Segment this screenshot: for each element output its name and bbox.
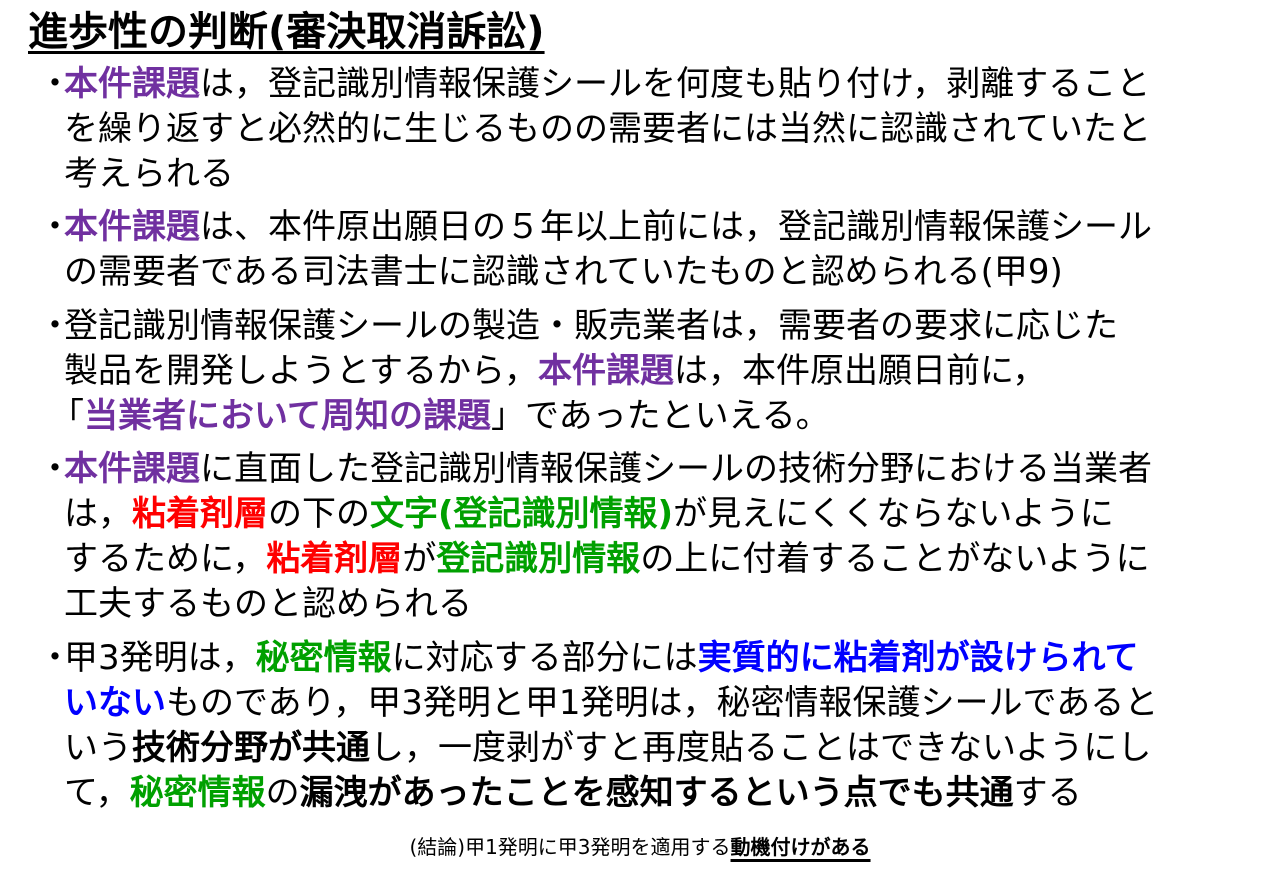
text-segment: が見えにくくならないように: [673, 494, 1114, 534]
bullet-2: ・本件課題は、本件原出願日の５年以上前には，登記識別情報保護シール の需要者であ…: [38, 205, 1268, 295]
bullet-3-line-3: 「当業者において周知の課題」であったといえる。: [38, 394, 1268, 439]
bullet-2-line-2: の需要者である司法書士に認識されていたものと認められる(甲9): [64, 252, 1063, 292]
text-segment: は、本件原出願日の５年以上前には，登記識別情報保護シール: [200, 207, 1152, 247]
keyword-no-adhesive-cont: いない: [64, 683, 166, 723]
bullet-4-line-4: 工夫するものと認められる: [64, 584, 472, 624]
bullet-4: ・本件課題に直面した登記識別情報保護シールの技術分野における当業者 は，粘着剤層…: [38, 447, 1268, 627]
text-segment: し，一度剥がすと再度貼ることはできないようにし: [370, 728, 1152, 768]
bullet-4-line-3: するために，粘着剤層が登記識別情報の上に付着することがないように: [38, 537, 1268, 582]
bullet-1-line-1: ・本件課題は，登記識別情報保護シールを何度も貼り付け，剥離すること: [38, 62, 1268, 107]
text-segment: ものであり，甲3発明と甲1発明は，秘密情報保護シールであると: [166, 683, 1159, 723]
text-segment: の: [265, 773, 300, 813]
text-segment: が: [402, 539, 437, 579]
bullet-5: ・甲3発明は，秘密情報に対応する部分には実質的に粘着剤が設けられて いないもので…: [38, 636, 1268, 816]
keyword-roei-kanchi: 漏洩があったことを感知するという点でも共通: [299, 773, 1014, 813]
bullet-4-line-2: は，粘着剤層の下の文字(登記識別情報)が見えにくくならないように: [38, 492, 1268, 537]
keyword-honken-kadai: 本件課題: [64, 449, 200, 489]
bullet-marker: ・: [38, 64, 72, 104]
bullet-marker: ・: [38, 638, 72, 678]
keyword-nenchakuzai-so: 粘着剤層: [266, 539, 403, 579]
text-segment: いう: [64, 728, 132, 768]
keyword-honken-kadai: 本件課題: [537, 351, 674, 391]
text-segment: する: [1013, 773, 1082, 813]
bullet-marker: ・: [38, 449, 72, 489]
keyword-shuchi-kadai: 当業者において周知の課題: [84, 396, 491, 436]
page-title: 進歩性の判断(審決取消訴訟): [28, 9, 545, 55]
bullet-3: ・登記識別情報保護シールの製造・販売業者は，需要者の要求に応じた 製品を開発しよ…: [38, 304, 1268, 439]
bullet-5-line-3: いう技術分野が共通し，一度剥がすと再度貼ることはできないようにし: [38, 726, 1268, 771]
conclusion: (結論)甲1発明に甲3発明を適用する動機付けがある: [0, 822, 1280, 872]
text-segment: の下の: [268, 494, 370, 534]
bullet-1: ・本件課題は，登記識別情報保護シールを何度も貼り付け，剥離すること を繰り返すと…: [38, 62, 1268, 197]
bullet-1-line-2: を繰り返すと必然的に生じるものの需要者には当然に認識されていたと: [64, 109, 1151, 149]
bullet-3-line-1: ・登記識別情報保護シールの製造・販売業者は，需要者の要求に応じた: [38, 304, 1268, 349]
conclusion-keyword: 動機付けがある: [730, 835, 871, 859]
keyword-honken-kadai: 本件課題: [64, 64, 200, 104]
text-segment: の上に付着することがないように: [640, 539, 1150, 579]
text-segment: 「: [50, 396, 84, 436]
text-segment: に直面した登記識別情報保護シールの技術分野における当業者: [200, 449, 1152, 489]
text-segment: に対応する部分には: [391, 638, 698, 678]
text-segment: 」であったといえる。: [490, 396, 830, 436]
text-segment: 甲3発明は，: [64, 638, 256, 678]
keyword-no-adhesive: 実質的に粘着剤が設けられて: [697, 638, 1139, 678]
text-segment: は，本件原出願日前に，: [673, 351, 1047, 391]
keyword-himitsu-joho: 秘密情報: [129, 773, 266, 813]
bullet-5-line-4: て，秘密情報の漏洩があったことを感知するという点でも共通する: [38, 771, 1268, 816]
keyword-gijutsu-bunya: 技術分野が共通: [132, 728, 370, 768]
keyword-himitsu-joho: 秘密情報: [255, 638, 392, 678]
keyword-honken-kadai: 本件課題: [64, 207, 200, 247]
text-segment: は，: [64, 494, 132, 534]
bullet-2-line-1: ・本件課題は、本件原出願日の５年以上前には，登記識別情報保護シール: [38, 205, 1268, 250]
keyword-moji-toki-shikibetsu: 文字(登記識別情報): [370, 494, 674, 534]
bullet-3-line-2: 製品を開発しようとするから，本件課題は，本件原出願日前に，: [38, 349, 1268, 394]
conclusion-text: (結論)甲1発明に甲3発明を適用する: [409, 835, 731, 859]
text-segment: は，登記識別情報保護シールを何度も貼り付け，剥離すること: [200, 64, 1151, 104]
text-segment: 登記識別情報保護シールの製造・販売業者は，需要者の要求に応じた: [64, 306, 1118, 346]
bullet-5-line-2: いないものであり，甲3発明と甲1発明は，秘密情報保護シールであると: [38, 681, 1268, 726]
text-segment: 製品を開発しようとするから，: [64, 351, 538, 391]
bullet-5-line-1: ・甲3発明は，秘密情報に対応する部分には実質的に粘着剤が設けられて: [38, 636, 1268, 681]
text-segment: て，: [64, 773, 130, 813]
bullet-marker: ・: [38, 306, 72, 346]
bullet-1-line-3: 考えられる: [64, 154, 234, 194]
text-segment: するために，: [64, 539, 267, 579]
keyword-toki-shikibetsu-joho: 登記識別情報: [436, 539, 641, 579]
bullet-4-line-1: ・本件課題に直面した登記識別情報保護シールの技術分野における当業者: [38, 447, 1268, 492]
keyword-nenchakuzai-so: 粘着剤層: [132, 494, 268, 534]
bullet-marker: ・: [38, 207, 72, 247]
